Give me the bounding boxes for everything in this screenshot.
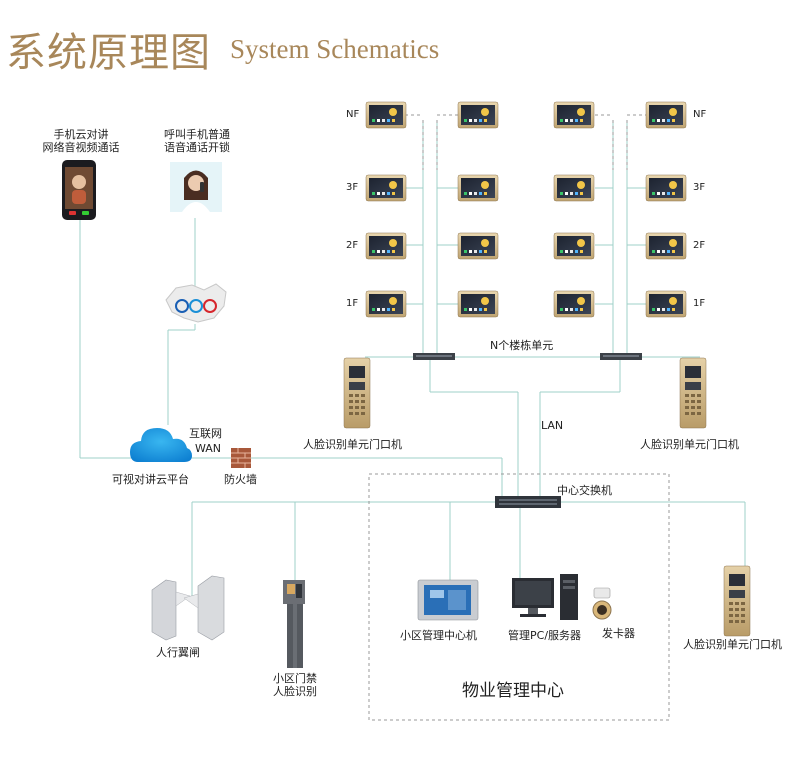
central-switch-label: 中心交换机 (557, 484, 612, 497)
indoor-monitor (365, 290, 407, 318)
mgmt-pc-label: 管理PC/服务器 (508, 629, 582, 642)
connection-lines (79, 120, 746, 598)
indoor-monitor (365, 232, 407, 260)
indoor-monitor (365, 174, 407, 202)
wan-label: WAN (195, 442, 222, 455)
door-station-left-label: 人脸识别单元门口机 (303, 438, 402, 451)
pc-server-icon (512, 574, 578, 620)
cloud-icon (130, 428, 192, 462)
indoor-monitor (553, 290, 595, 318)
floor-label-1f-right: 1F (693, 298, 706, 309)
dashed-uplinks (405, 114, 646, 170)
indoor-monitor (457, 290, 499, 318)
internet-label: 互联网 (189, 427, 222, 440)
central-switch-device (495, 496, 561, 508)
floor-label-nf-left: NF (346, 109, 360, 120)
face-access-label: 小区门禁人脸识别 (273, 672, 317, 698)
indoor-monitor (457, 174, 499, 202)
door-station-left (343, 357, 371, 429)
turnstile-label: 人行翼闸 (156, 646, 200, 659)
property-center-label: 物业管理中心 (462, 681, 564, 701)
door-station-right-label: 人脸识别单元门口机 (640, 438, 739, 451)
phone-call-label: 呼叫手机普通语音通话开锁 (164, 128, 230, 154)
card-issuer-label: 发卡器 (602, 627, 635, 640)
turnstile-icon (151, 575, 225, 641)
person-calling-icon (170, 162, 222, 212)
floor-label-nf-right: NF (693, 109, 707, 120)
phone-cloud-label: 手机云对讲网络音视频通话 (42, 128, 120, 154)
indoor-monitor (553, 101, 595, 129)
floor-label-3f-left: 3F (346, 182, 359, 193)
door-station-bottom (723, 565, 751, 637)
face-access-terminal-icon (283, 580, 305, 668)
indoor-monitor (645, 232, 687, 260)
firewall-icon (231, 448, 251, 468)
indoor-monitor (645, 101, 687, 129)
floor-label-2f-left: 2F (346, 240, 359, 251)
china-map-icon (165, 283, 227, 323)
cloud-platform-label: 可视对讲云平台 (112, 473, 189, 486)
mgmt-machine-label: 小区管理中心机 (400, 629, 477, 642)
management-machine-icon (417, 579, 479, 621)
smartphone-icon (62, 160, 96, 220)
door-station-right (679, 357, 707, 429)
lan-label: LAN (541, 419, 564, 432)
indoor-monitor (645, 174, 687, 202)
unit-switch-right (600, 353, 642, 360)
indoor-monitor (457, 101, 499, 129)
floor-label-3f-right: 3F (693, 182, 706, 193)
indoor-monitor (553, 174, 595, 202)
title-english: System Schematics (230, 34, 440, 64)
unit-switch-left (413, 353, 455, 360)
firewall-label: 防火墙 (224, 473, 257, 486)
floor-label-1f-left: 1F (346, 298, 359, 309)
indoor-monitor (457, 232, 499, 260)
card-issuer-icon (592, 587, 612, 620)
n-units-label: N个楼栋单元 (490, 339, 554, 352)
indoor-monitors (365, 101, 687, 318)
title-chinese: 系统原理图 (6, 30, 211, 76)
indoor-monitor (365, 101, 407, 129)
indoor-monitor (553, 232, 595, 260)
property-center-box (368, 473, 670, 721)
door-station-bottom-label: 人脸识别单元门口机 (683, 638, 782, 651)
indoor-monitor (645, 290, 687, 318)
floor-label-2f-right: 2F (693, 240, 706, 251)
